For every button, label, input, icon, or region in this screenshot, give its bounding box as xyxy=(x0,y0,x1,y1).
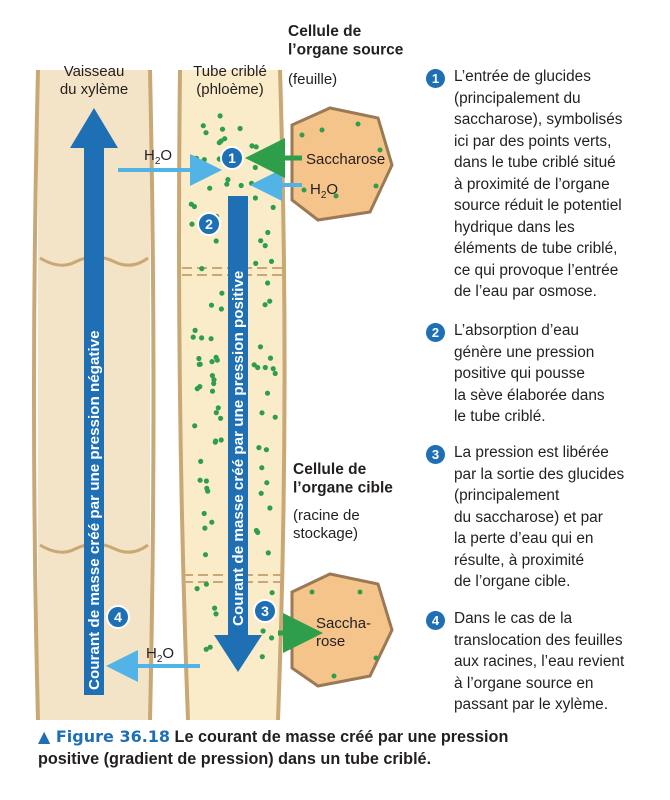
step-2-number: 2 xyxy=(426,323,445,342)
svg-text:2: 2 xyxy=(205,216,213,232)
marker-4: 4 xyxy=(106,605,130,629)
figure-label: ▲ Figure 36.18 xyxy=(38,727,171,746)
step-2-text: L’absorption d’eau génère une pression p… xyxy=(454,322,605,425)
saccharose-split-label: Saccha-rose xyxy=(316,615,371,650)
step-1: 1 L’entrée de glucides (principalement d… xyxy=(424,66,664,303)
pressure-flow-diagram: Courant de masse créé par une pression n… xyxy=(32,23,404,720)
step-list: 1 L’entrée de glucides (principalement d… xyxy=(424,66,664,713)
step-4-text: Dans le cas de la translocation des feui… xyxy=(454,610,625,713)
source-cell xyxy=(290,106,394,222)
phloem-label: Tube criblé(phloème) xyxy=(193,63,267,98)
svg-text:4: 4 xyxy=(114,609,122,625)
marker-2: 2 xyxy=(197,212,221,236)
negative-arrow-label: Courant de masse créé par une pression n… xyxy=(86,330,103,690)
h2o-label-xylem-top: H2O xyxy=(144,147,172,167)
marker-3: 3 xyxy=(253,599,277,623)
positive-pressure-arrow: Courant de masse créé par une pression p… xyxy=(214,196,262,672)
svg-text:3: 3 xyxy=(261,603,269,619)
svg-text:1: 1 xyxy=(228,150,236,166)
saccharose-label: Saccharose xyxy=(306,151,385,168)
step-1-text: L’entrée de glucides (principalement du … xyxy=(454,68,623,300)
step-1-number: 1 xyxy=(426,69,445,88)
step-3: 3 La pression est libérée par la sortie … xyxy=(424,442,624,593)
step-3-number: 3 xyxy=(426,445,445,464)
h2o-label-bottom: H2O xyxy=(146,645,174,665)
sink-cell xyxy=(290,572,394,688)
negative-pressure-arrow: Courant de masse créé par une pression n… xyxy=(70,108,118,695)
step-4-number: 4 xyxy=(426,611,445,630)
figure-caption: ▲ Figure 36.18 Le courant de masse créé … xyxy=(38,726,658,770)
step-4: 4 Dans le cas de la translocation des fe… xyxy=(424,608,624,716)
positive-arrow-label: Courant de masse créé par une pression p… xyxy=(230,271,247,626)
h2o-label-source: H2O xyxy=(310,181,338,201)
figure-caption-text: Le courant de masse créé par une pressio… xyxy=(38,728,509,768)
step-3-text: La pression est libérée par la sortie de… xyxy=(454,444,625,590)
source-cell-subtitle: (feuille) xyxy=(288,71,337,88)
marker-1: 1 xyxy=(220,146,244,170)
step-2: 2 L’absorption d’eau génère une pression… xyxy=(424,320,605,428)
